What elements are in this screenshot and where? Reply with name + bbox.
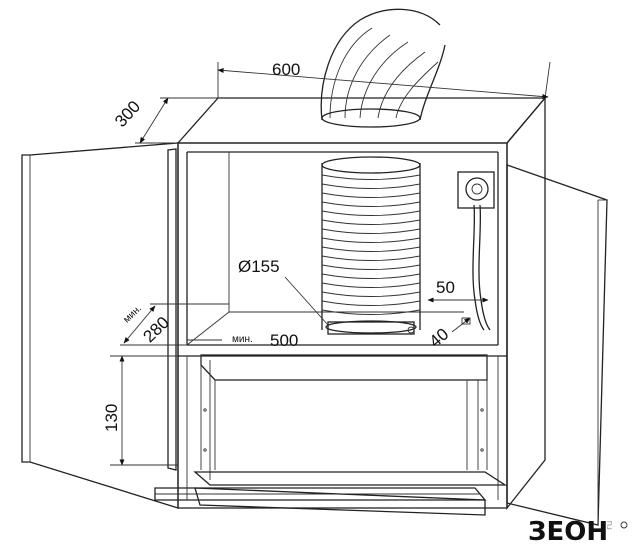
dimension-500: мин. 500 [187,331,298,350]
duct-rib [321,210,421,216]
duct-rib [321,219,421,225]
duct-rib [321,282,421,288]
right-door [506,164,608,526]
duct-ribs [321,174,421,315]
dimension-40: 40 [426,317,471,351]
dimension-diameter: Ø155 [238,257,329,326]
duct-rib [321,255,421,261]
duct-rib [321,300,421,306]
power-cable [472,204,491,331]
logo-suffix: ru [605,521,615,530]
dimension-50: 50 [427,278,489,303]
duct-rib [321,246,421,252]
duct-rib [321,228,421,234]
duct-rib [321,237,421,243]
duct-rib [321,291,421,297]
dim-diameter-label: Ø155 [238,257,280,276]
left-door [21,142,179,509]
dimension-300: 300 [111,97,218,144]
dimension-600: 600 [217,60,551,100]
duct-rib [321,264,421,270]
duct-rib [321,201,421,207]
dimension-130: 130 [102,355,178,466]
dim-depth-label: 300 [111,97,144,131]
dim-offset-rear-label: 40 [426,324,453,351]
duct-rib [321,174,421,180]
dim-inner-depth-prefix: мин. [121,303,144,325]
dim-width-label: 600 [272,60,300,79]
dim-inner-width-prefix: мин. [232,334,253,345]
brand-logo: ЗЕОН ru [528,517,628,547]
duct-rib [321,309,421,315]
power-socket [457,171,495,209]
duct-rib [321,183,421,189]
duct-rib [321,273,421,279]
cooker-hood [154,354,508,516]
dim-height-label: 130 [102,404,121,432]
dim-inner-width-label: 500 [270,331,298,350]
cabinet [176,96,547,510]
flexible-duct [320,8,446,335]
duct-rib [321,192,421,198]
logo-text: ЗЕОН [528,517,608,547]
dim-offset-side-label: 50 [436,278,455,297]
